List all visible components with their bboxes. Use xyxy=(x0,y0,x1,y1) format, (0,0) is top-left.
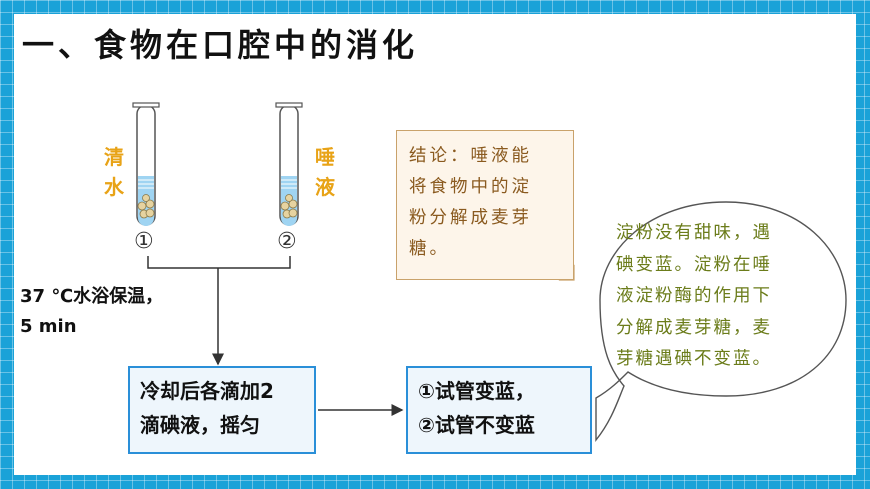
incubation-condition: 37 ℃水浴保温， 5 min xyxy=(20,282,163,342)
result-box-line-2: ②试管不变蓝 xyxy=(418,413,535,437)
tube2-label-char1: 唾 xyxy=(315,145,335,169)
speech-bubble-icon xyxy=(595,201,847,442)
tube1-label: 清 水 xyxy=(103,142,125,202)
bracket-connector xyxy=(147,256,291,269)
page-title: 一、食物在口腔中的消化 xyxy=(22,26,419,64)
tube1-label-char2: 水 xyxy=(104,175,124,199)
test-tube-1-icon xyxy=(132,102,160,226)
tube2-number: ② xyxy=(277,229,297,254)
condition-line-1: 37 ℃水浴保温， xyxy=(20,286,164,307)
conclusion-note: 结论：唾液能 将食物中的淀 粉分解成麦芽 糖。 xyxy=(396,130,574,280)
note-line-1: 结论：唾液能 xyxy=(409,146,532,166)
explanation-bubble-text: 淀粉没有甜味，遇 碘变蓝。淀粉在唾 液淀粉酶的作用下 分解成麦芽糖，麦 芽糖遇碘… xyxy=(616,218,836,376)
tube2-label-char2: 液 xyxy=(315,175,335,199)
bubble-line-2: 碘变蓝。淀粉在唾 xyxy=(616,254,772,275)
tube2-label: 唾 液 xyxy=(314,142,336,202)
bubble-line-3: 液淀粉酶的作用下 xyxy=(616,286,772,306)
test-tube-2-icon xyxy=(275,102,303,226)
step-box-line-2: 滴碘液，摇匀 xyxy=(140,413,260,437)
step-box-line-1: 冷却后各滴加2 xyxy=(140,379,274,403)
tube1-label-char1: 清 xyxy=(104,145,124,169)
result-box-line-1: ①试管变蓝， xyxy=(418,379,535,403)
note-line-3: 粉分解成麦芽 xyxy=(409,208,532,228)
note-line-4: 糖。 xyxy=(409,239,450,259)
bubble-line-4: 分解成麦芽糖，麦 xyxy=(616,317,772,338)
tube1-number: ① xyxy=(134,229,154,254)
step-box: 冷却后各滴加2 滴碘液，摇匀 xyxy=(128,366,316,454)
result-box: ①试管变蓝， ②试管不变蓝 xyxy=(406,366,592,454)
condition-line-2: 5 min xyxy=(20,316,77,337)
note-line-2: 将食物中的淀 xyxy=(409,177,532,197)
bubble-line-5: 芽糖遇碘不变蓝。 xyxy=(616,349,772,369)
bubble-line-1: 淀粉没有甜味，遇 xyxy=(616,223,772,243)
